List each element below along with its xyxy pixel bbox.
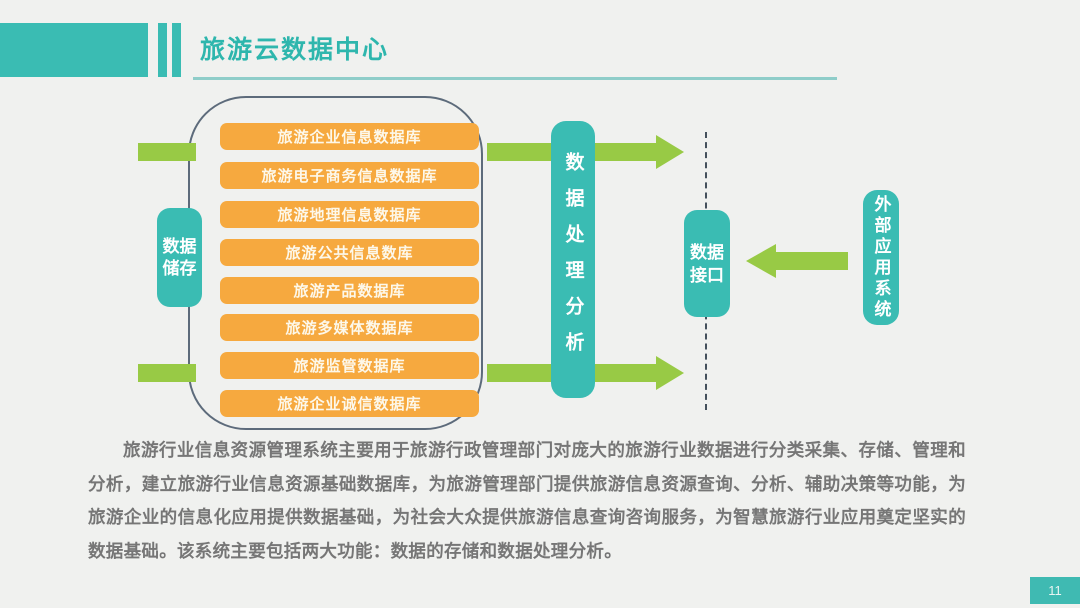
arrow-stub-bottom-left — [138, 364, 196, 382]
title-underline — [193, 77, 837, 80]
arrow-shaft — [776, 252, 848, 270]
arrow-head-left-icon — [746, 244, 776, 278]
title-accent-bar-1 — [158, 23, 167, 77]
data-processing-node: 数据处理分析 — [551, 121, 595, 398]
database-bar: 旅游企业信息数据库 — [220, 123, 479, 150]
arrow-head-right-icon — [656, 135, 684, 169]
page-title: 旅游云数据中心 — [200, 36, 390, 64]
description-paragraph: 旅游行业信息资源管理系统主要用于旅游行政管理部门对庞大的旅游行业数据进行分类采集… — [88, 440, 966, 561]
database-bar: 旅游企业诚信数据库 — [220, 390, 479, 417]
title-accent-bar-2 — [172, 23, 181, 77]
database-bar: 旅游公共信息数库 — [220, 239, 479, 266]
database-bar: 旅游多媒体数据库 — [220, 314, 479, 341]
data-interface-node: 数据接口 — [684, 210, 730, 317]
page-number-badge: 11 — [1030, 577, 1080, 604]
external-to-interface-arrow — [746, 244, 848, 278]
arrow-head-right-icon — [656, 356, 684, 390]
database-bar: 旅游产品数据库 — [220, 277, 479, 304]
external-system-node: 外部应用系统 — [863, 190, 899, 325]
arrow-stub-top-left — [138, 143, 196, 161]
database-group-container: 旅游企业信息数据库 旅游电子商务信息数据库 旅游地理信息数据库 旅游公共信息数库… — [188, 96, 483, 430]
database-bar: 旅游地理信息数据库 — [220, 201, 479, 228]
title-accent-rect — [0, 23, 148, 77]
database-bar: 旅游电子商务信息数据库 — [220, 162, 479, 189]
database-bar: 旅游监管数据库 — [220, 352, 479, 379]
data-storage-node: 数据储存 — [157, 208, 202, 307]
